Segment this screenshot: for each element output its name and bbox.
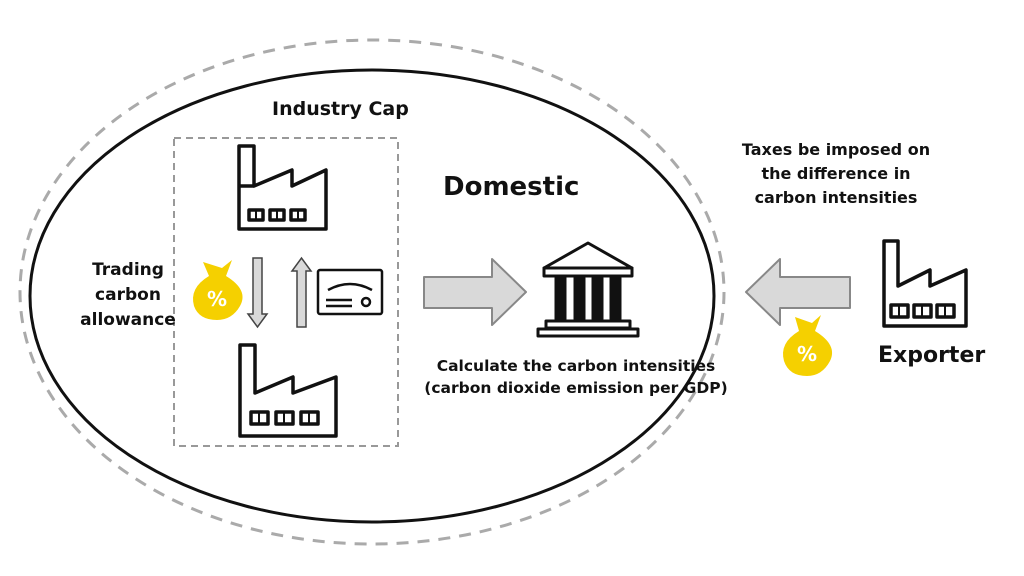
exporter-factory-icon [882,239,968,328]
arrow-from-exporter [745,258,851,326]
industry-cap-label: Industry Cap [272,98,409,120]
domestic-boundary [28,68,716,524]
trading-label-line2: carbon [95,285,161,305]
government-building-icon [536,241,640,338]
money-bag-icon-right: % [783,315,833,376]
factory-icon-bottom [238,343,338,438]
up-arrow-icon [290,256,313,328]
calc-label-line2: (carbon dioxide emission per GDP) [424,379,728,397]
down-arrow-icon [246,257,269,329]
trading-label-line3: allowance [80,310,176,330]
arrow-to-domestic [423,258,527,326]
exporter-label: Exporter [878,343,986,368]
taxes-label-line2: the difference in [761,164,911,183]
calc-label-line1: Calculate the carbon intensities [436,357,716,375]
allowance-certificate-icon [316,268,384,316]
factory-icon-top [237,144,328,231]
money-bag-symbol-right: % [797,342,817,366]
outer-dashed-boundary [18,38,726,546]
industry-cap-box [173,137,399,447]
calculate-intensities-label: Calculate the carbon intensities (carbon… [398,355,754,399]
domestic-label: Domestic [443,172,580,202]
money-bag-icon-left: % [193,260,243,320]
taxes-imposed-label: Taxes be imposed on the difference in ca… [726,138,946,210]
trading-carbon-allowance-label: Trading carbon allowance [78,258,178,333]
money-bag-symbol-left: % [207,287,227,311]
taxes-label-line3: carbon intensities [754,188,918,207]
trading-label-line1: Trading [92,260,164,280]
taxes-label-line1: Taxes be imposed on [741,140,931,159]
